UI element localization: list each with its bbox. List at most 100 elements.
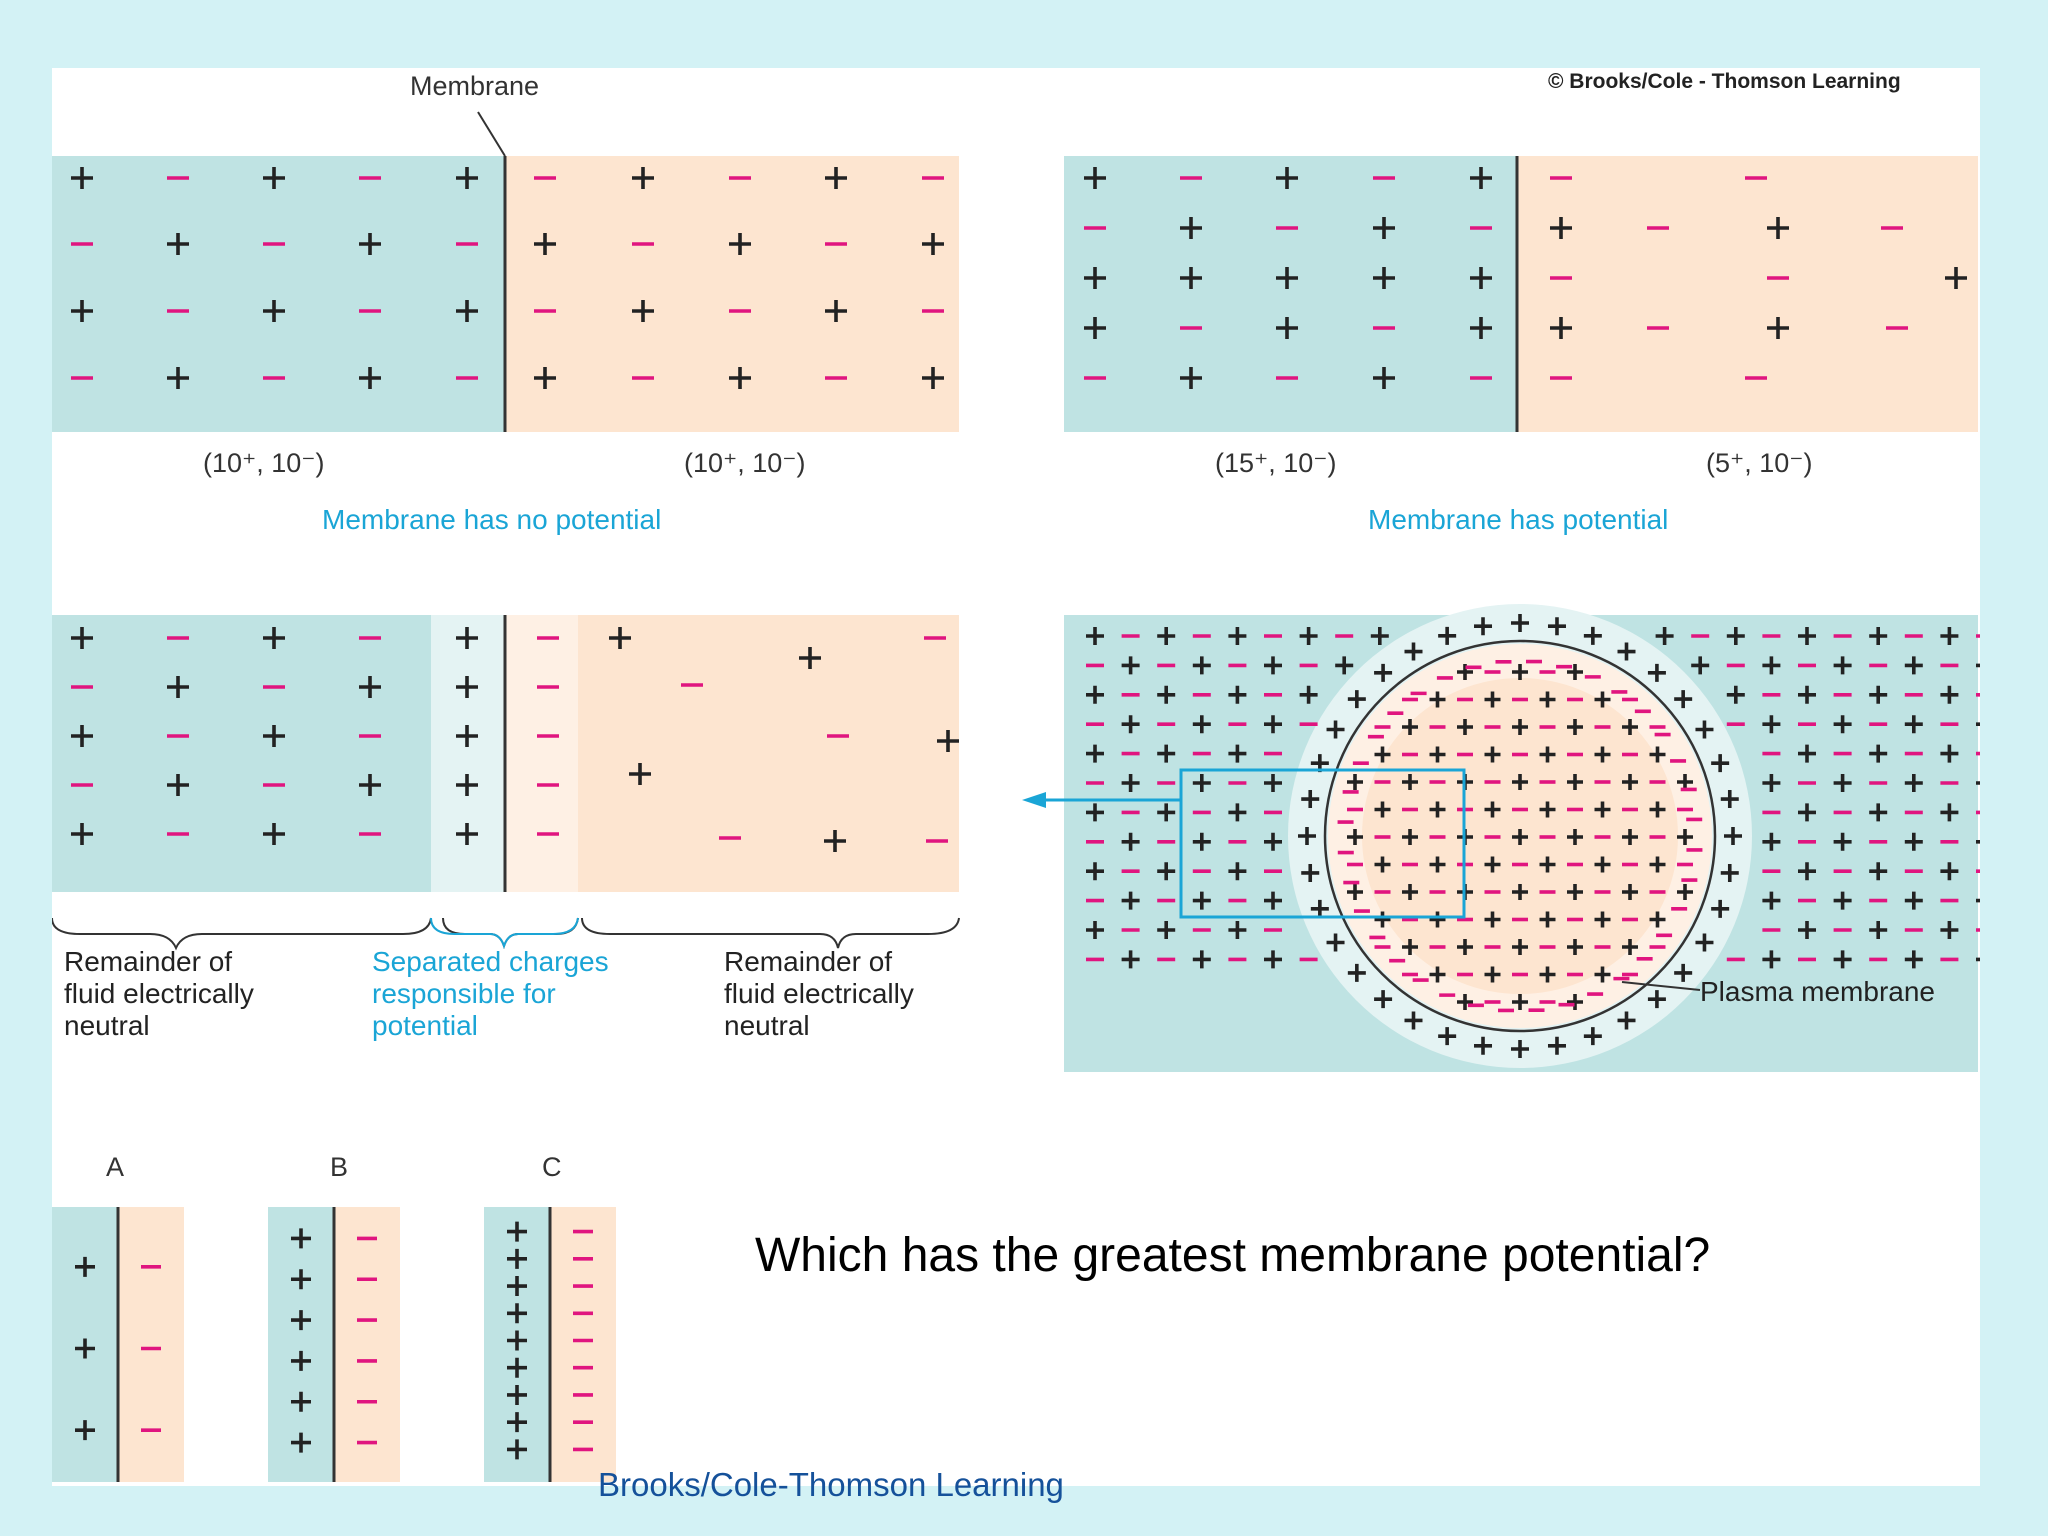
positive-charge: [263, 725, 285, 747]
positive-charge: [263, 167, 285, 189]
positive-charge: [1180, 267, 1202, 289]
positive-charge: [507, 1384, 527, 1405]
positive-charge: [632, 167, 654, 189]
positive-charge: [1798, 627, 1816, 645]
positive-charge: [1512, 774, 1528, 790]
positive-charge: [1264, 950, 1282, 969]
positive-charge: [1695, 720, 1714, 739]
positive-charge: [1402, 939, 1418, 955]
positive-charge: [1904, 950, 1923, 969]
plasma-membrane-label: Plasma membrane: [1700, 976, 1935, 1007]
positive-charge: [1402, 884, 1418, 900]
positive-charge: [1192, 891, 1211, 910]
positive-charge: [1762, 832, 1781, 851]
positive-charge: [1762, 656, 1781, 675]
positive-charge: [1869, 803, 1888, 822]
remainder-left-label: Remainder of fluid electrically neutral: [64, 946, 254, 1041]
positive-charge: [507, 1248, 527, 1269]
positive-charge: [456, 774, 478, 796]
positive-charge: [1940, 921, 1959, 939]
positive-charge: [1767, 217, 1789, 239]
positive-charge: [1649, 746, 1666, 763]
positive-charge: [359, 233, 381, 255]
positive-charge: [1512, 884, 1528, 900]
positive-charge: [534, 233, 556, 255]
positive-charge: [1335, 656, 1354, 675]
positive-charge: [1084, 267, 1106, 289]
membrane-leader-line: [477, 111, 506, 157]
positive-charge: [1539, 746, 1556, 763]
positive-charge: [1767, 317, 1789, 339]
positive-charge: [1086, 862, 1104, 881]
positive-charge: [1539, 911, 1556, 928]
positive-charge: [1833, 832, 1852, 851]
panel-has-potential: [1064, 156, 1978, 432]
positive-charge: [1470, 317, 1492, 339]
option-a-membrane: [52, 1207, 184, 1482]
positive-charge: [1228, 744, 1247, 763]
positive-charge: [1677, 774, 1693, 790]
diagram-canvas: [52, 111, 1980, 1482]
positive-charge: [456, 725, 478, 747]
positive-charge: [1567, 939, 1583, 955]
positive-charge: [1373, 217, 1395, 239]
positive-charge: [1438, 626, 1457, 645]
positive-charge: [1547, 1036, 1566, 1055]
positive-charge: [291, 1350, 311, 1371]
positive-charge: [1762, 950, 1781, 969]
extracellular-fluid: [52, 615, 431, 892]
positive-charge: [1347, 690, 1366, 709]
positive-charge: [263, 627, 285, 649]
positive-charge: [1276, 267, 1298, 289]
positive-charge: [167, 774, 189, 796]
plasma-membrane-leader-line: [1621, 981, 1701, 991]
positive-charge: [71, 300, 93, 322]
positive-charge: [1374, 911, 1391, 928]
positive-charge: [1370, 627, 1389, 645]
positive-charge: [359, 367, 381, 389]
positive-charge: [507, 1221, 527, 1242]
positive-charge: [167, 233, 189, 255]
positive-charge: [1086, 744, 1104, 763]
positive-charge: [1869, 627, 1888, 645]
intracellular-fluid: [1517, 156, 1978, 432]
positive-charge: [1470, 167, 1492, 189]
positive-charge: [1192, 774, 1211, 792]
positive-charge: [1264, 656, 1282, 675]
positive-charge: [1798, 862, 1816, 881]
positive-charge: [1438, 1027, 1457, 1046]
charge-layer-outside: [431, 615, 505, 892]
panel-cell: [1022, 604, 1980, 1072]
positive-charge: [1617, 642, 1636, 661]
positive-charge: [1086, 921, 1104, 939]
positive-charge: [507, 1276, 527, 1297]
positive-charge: [1511, 614, 1529, 632]
positive-charge: [1512, 939, 1528, 955]
positive-charge: [729, 233, 751, 255]
question-text: Which has the greatest membrane potentia…: [755, 1229, 1711, 1282]
positive-charge: [1726, 627, 1745, 645]
positive-charge: [1904, 656, 1923, 675]
option-b-label: B: [330, 1152, 349, 1182]
positive-charge: [1567, 994, 1583, 1010]
positive-charge: [1404, 1011, 1423, 1030]
positive-charge: [1583, 1027, 1602, 1046]
positive-charge: [1594, 746, 1611, 763]
positive-charge: [1121, 774, 1140, 792]
positive-charge: [1945, 267, 1967, 289]
positive-charge: [1457, 719, 1473, 735]
positive-charge: [1512, 829, 1528, 845]
positive-charge: [71, 725, 93, 747]
positive-charge: [291, 1310, 311, 1331]
positive-charge: [1550, 317, 1572, 339]
intracellular-fluid: [334, 1207, 400, 1482]
positive-charge: [1157, 685, 1176, 704]
positive-charge: [1833, 774, 1852, 792]
positive-charge: [1622, 829, 1638, 845]
positive-charge: [534, 367, 556, 389]
positive-charge: [1904, 832, 1923, 851]
zoom-box: [1179, 768, 1466, 919]
positive-charge: [1724, 827, 1742, 845]
positive-charge: [1511, 1040, 1529, 1058]
positive-charge: [1347, 884, 1363, 900]
